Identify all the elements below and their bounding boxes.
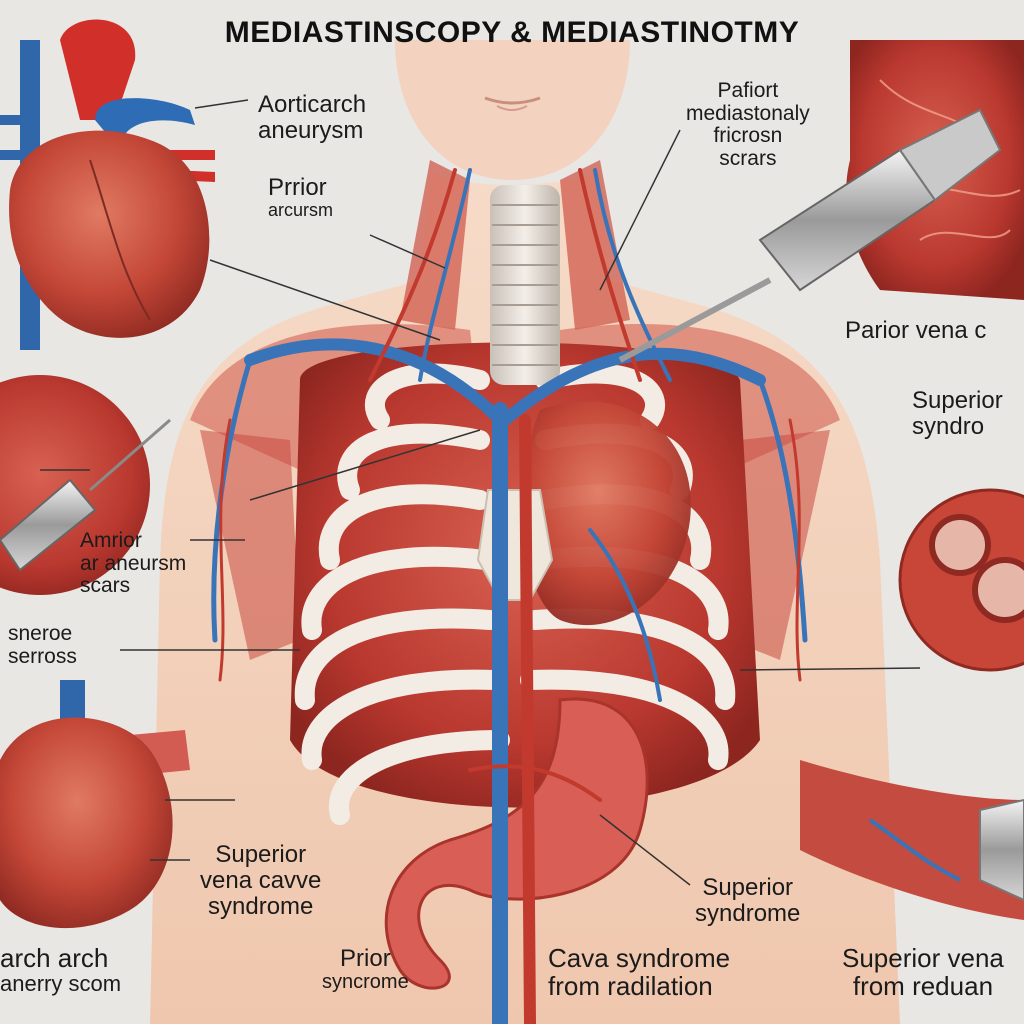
label-prior-mediastonal: Pafiort mediastonaly fricrosn scrars [686, 79, 810, 171]
label-line: anerry scom [0, 971, 122, 997]
label-line: ar aneursm [80, 551, 187, 575]
label-superior-syndro: Superior syndro [912, 388, 1003, 440]
label-svc-right: Superior syndrome [695, 875, 800, 927]
label-line: Superior [912, 387, 1003, 414]
endoscope-right [618, 108, 1002, 363]
label-line: syndrome [208, 892, 314, 920]
label-line: scars [80, 574, 131, 598]
label-line: sneroe [8, 622, 73, 645]
label-line: from reduan [852, 971, 994, 1002]
label-line: Amrior [80, 529, 142, 552]
label-prior-arcursm: Prrior arcursm [268, 175, 333, 220]
vessel-crosssection-right [898, 488, 1024, 672]
label-line: Aorticarch [258, 91, 367, 118]
trachea [490, 185, 560, 385]
label-line: mediastonaly [686, 101, 810, 125]
label-sneroe-serross: sneroe serross [8, 622, 77, 668]
label-line: Prior [340, 945, 391, 972]
label-line: Pafiort [717, 79, 779, 102]
label-line: Cava syndrome [548, 943, 731, 973]
label-line: syndrome [695, 899, 801, 927]
label-line: arch arch [0, 943, 109, 973]
label-line: vena cavve [200, 866, 322, 894]
tissue-closeup-left [0, 375, 171, 595]
central-heart [522, 401, 691, 626]
heart-illustration-bottom-left [0, 680, 190, 929]
label-line: Prrior [268, 174, 327, 201]
label-arch-bottom: arch arch anerry scom [0, 944, 121, 996]
stomach [384, 697, 649, 990]
label-line: from radilation [548, 971, 713, 1002]
vessels [211, 168, 808, 1024]
label-line: Superior [215, 841, 307, 868]
leader-lines [40, 99, 921, 886]
label-perior-vena: Parior vena c [845, 318, 986, 344]
label-line: Superior [702, 874, 794, 901]
label-line: scrars [719, 147, 777, 171]
heart-illustration-top-left [0, 19, 215, 350]
label-line: Parior vena c [845, 317, 987, 344]
label-superior-vena-bottom: Superior vena from reduan [842, 944, 1004, 1000]
label-svc-left: Superior vena cavve syndrome [200, 842, 321, 920]
vessel-closeup-bottom-right [800, 760, 1024, 920]
label-line: syndro [912, 412, 985, 440]
label-line: fricrosn [713, 124, 783, 148]
label-line: arcursm [268, 199, 334, 220]
label-anterior-scars: Amrior ar aneursm scars [80, 529, 187, 598]
label-line: Superior vena [842, 943, 1004, 973]
diagram-title: MEDIASTINSCOPY & MEDIASTINOTMY [224, 16, 800, 49]
label-line: aneurysm [258, 116, 364, 144]
label-line: serross [8, 644, 77, 668]
label-cava-radiation: Cava syndrome from radilation [548, 944, 730, 1000]
label-prior-syncrome: Prior syncrome [322, 946, 409, 994]
label-aortic-arch: Aorticarch aneurysm [258, 92, 366, 144]
label-line: syncrome [322, 970, 409, 993]
